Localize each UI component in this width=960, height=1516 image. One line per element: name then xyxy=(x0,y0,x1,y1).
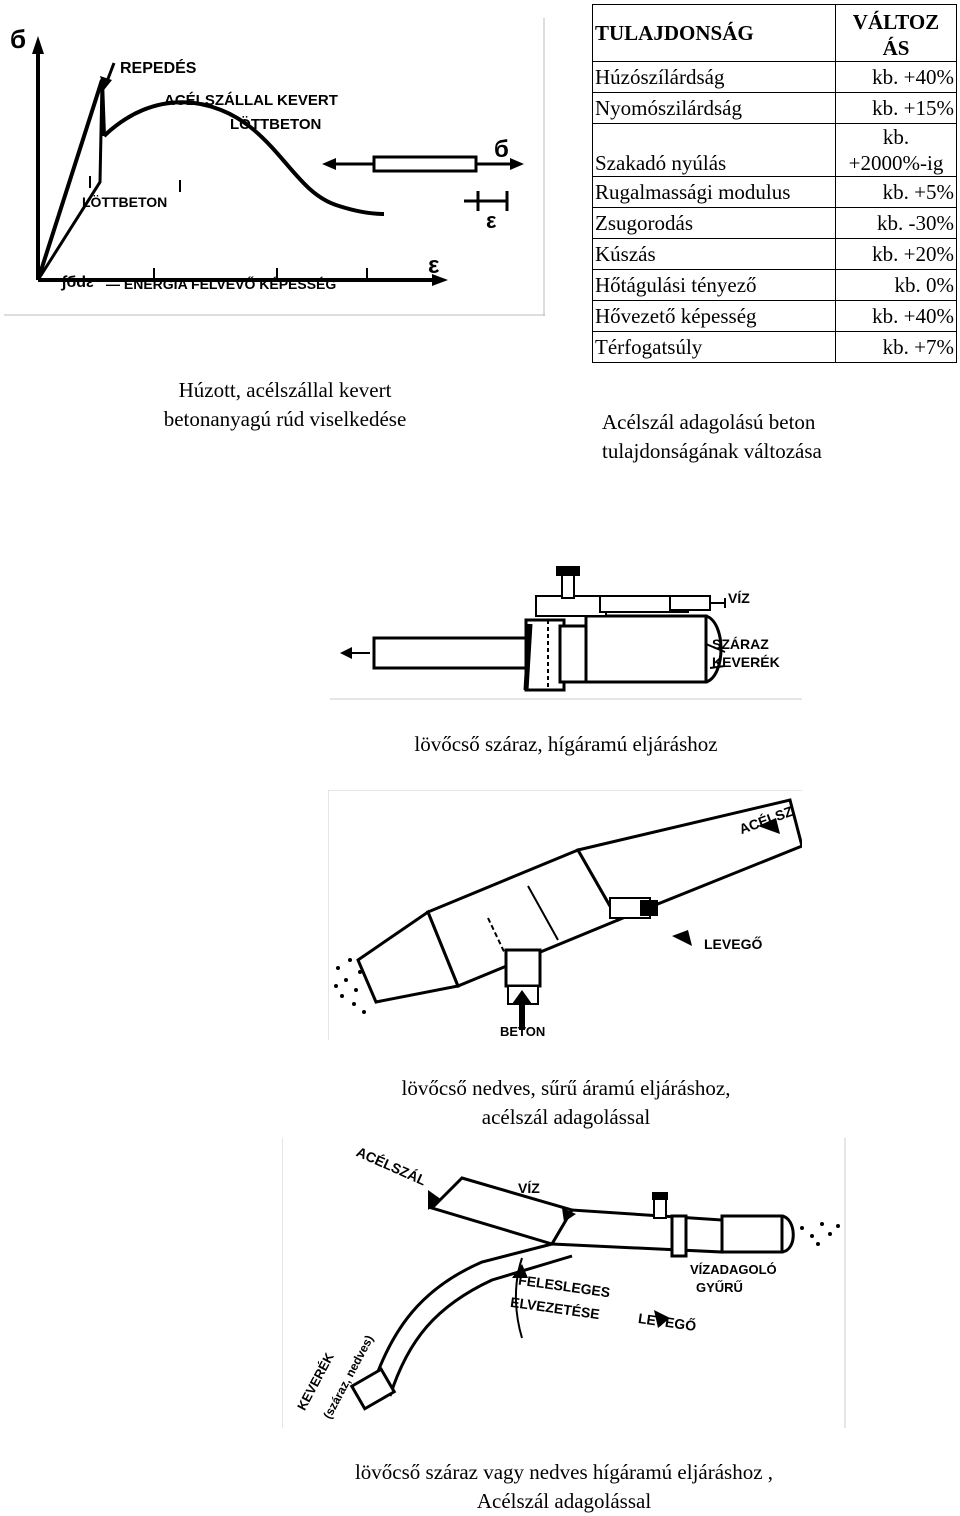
change-cell: kb. +5% xyxy=(835,176,957,208)
label-epsilon-right: ε xyxy=(486,208,497,233)
header-change-line-2: ÁS xyxy=(882,36,910,60)
property-cell: Húzószílárdság xyxy=(592,61,836,93)
label-lottbeton: LÖTTBETON xyxy=(82,194,168,210)
header-change-line-1: VÁLTOZ xyxy=(852,10,940,34)
property-cell: Szakadó nyúlás xyxy=(592,123,836,177)
wet-nozzle-drawing xyxy=(327,789,804,1040)
change-cell: kb. +40% xyxy=(835,61,957,93)
change-line-1: kb. xyxy=(882,125,910,149)
label-viz: VÍZ xyxy=(518,1180,540,1196)
change-cell: kb. +15% xyxy=(835,92,957,124)
label-levego: LEVEGŐ xyxy=(704,936,763,952)
change-line-2: +2000%-ig xyxy=(848,151,944,175)
label-vizadagolo-1: VÍZADAGOLÓ xyxy=(690,1262,777,1277)
graph-caption-line-2: betonanyagú rúd viselkedése xyxy=(163,407,407,431)
header-property: TULAJDONSÁG xyxy=(592,4,836,62)
change-cell: kb. 0% xyxy=(835,269,957,301)
label-sigma-right: б xyxy=(494,136,509,163)
label-acelszallal-kevert: ACÉLSZÁLLAL KEVERT xyxy=(164,92,338,109)
table-row: Szakadó nyúlás kb. +2000%-ig xyxy=(592,123,957,177)
dry-nozzle-caption: lövőcső száraz, hígáramú eljáráshoz xyxy=(414,732,718,756)
dry-wet-nozzle-figure: ACÉLSZÁL VÍZ VÍZADAGOLÓ GYŰRŰ FELESLEGES… xyxy=(281,1138,846,1428)
property-cell: Zsugorodás xyxy=(592,207,836,239)
dry-wet-nozzle-caption-line-2: Acélszál adagolással xyxy=(476,1489,652,1513)
stress-strain-graph: б ε REPEDÉS ACÉLSZÁLLAL KEVERT LÖTTBETON… xyxy=(4,18,545,316)
change-cell: kb. +20% xyxy=(835,238,957,270)
energy-label: — ENERGIA FELVEVŐ KÉPESSÉG xyxy=(106,276,337,292)
change-cell: kb. +7% xyxy=(835,331,957,363)
property-cell: Hőtágulási tényező xyxy=(592,269,836,301)
label-beton: BETON xyxy=(500,1024,546,1039)
label-lottbeton-fiber: LÖTTBETON xyxy=(230,116,322,133)
property-cell: Rugalmassági modulus xyxy=(592,176,836,208)
dry-wet-nozzle-drawing xyxy=(281,1138,846,1428)
graph-caption: Húzott, acélszállal kevert betonanyagú r… xyxy=(90,376,480,434)
change-cell: kb. +2000%-ig xyxy=(835,123,957,177)
table-caption: Acélszál adagolású beton tulajdonságának… xyxy=(602,408,902,466)
dry-nozzle-figure: VÍZ SZÁRAZ KEVERÉK xyxy=(330,556,802,700)
property-cell: Nyomószilárdság xyxy=(592,92,836,124)
dry-wet-nozzle-caption: lövőcső száraz vagy nedves hígáramú eljá… xyxy=(282,1458,846,1516)
label-viz: VÍZ xyxy=(728,590,750,606)
dry-wet-nozzle-caption-line-1: lövőcső száraz vagy nedves hígáramú eljá… xyxy=(354,1460,774,1484)
wet-nozzle-caption-line-2: acélszál adagolással xyxy=(481,1105,651,1129)
integral-label: ∫бdε xyxy=(62,274,94,291)
wet-nozzle-caption: lövőcső nedves, sűrű áramú eljáráshoz, a… xyxy=(330,1074,802,1132)
y-axis-label: б xyxy=(10,24,27,54)
property-cell: Térfogatsúly xyxy=(592,331,836,363)
property-cell: Hővezető képesség xyxy=(592,300,836,332)
label-repedes: REPEDÉS xyxy=(120,60,197,77)
wet-nozzle-caption-line-1: lövőcső nedves, sűrű áramú eljáráshoz, xyxy=(401,1076,731,1100)
change-cell: kb. -30% xyxy=(835,207,957,239)
property-cell: Kúszás xyxy=(592,238,836,270)
dry-nozzle-drawing xyxy=(330,566,802,700)
label-szaraz: SZÁRAZ xyxy=(712,636,769,652)
wet-nozzle-figure: ACÉLSZ LEVEGŐ BETON xyxy=(327,789,804,1040)
header-change: VÁLTOZ ÁS xyxy=(835,4,957,62)
label-keverek: KEVERÉK xyxy=(712,654,780,670)
graph-caption-line-1: Húzott, acélszállal kevert xyxy=(178,378,392,402)
x-axis-label: ε xyxy=(428,252,440,279)
table-caption-line-1: Acélszál adagolású beton xyxy=(602,410,816,434)
stress-strain-drawing xyxy=(4,18,545,316)
table-header-row: TULAJDONSÁG VÁLTOZ ÁS xyxy=(592,4,957,62)
label-vizadagolo-2: GYŰRŰ xyxy=(696,1280,743,1295)
change-cell: kb. +40% xyxy=(835,300,957,332)
table-caption-line-2: tulajdonságának változása xyxy=(602,439,822,463)
